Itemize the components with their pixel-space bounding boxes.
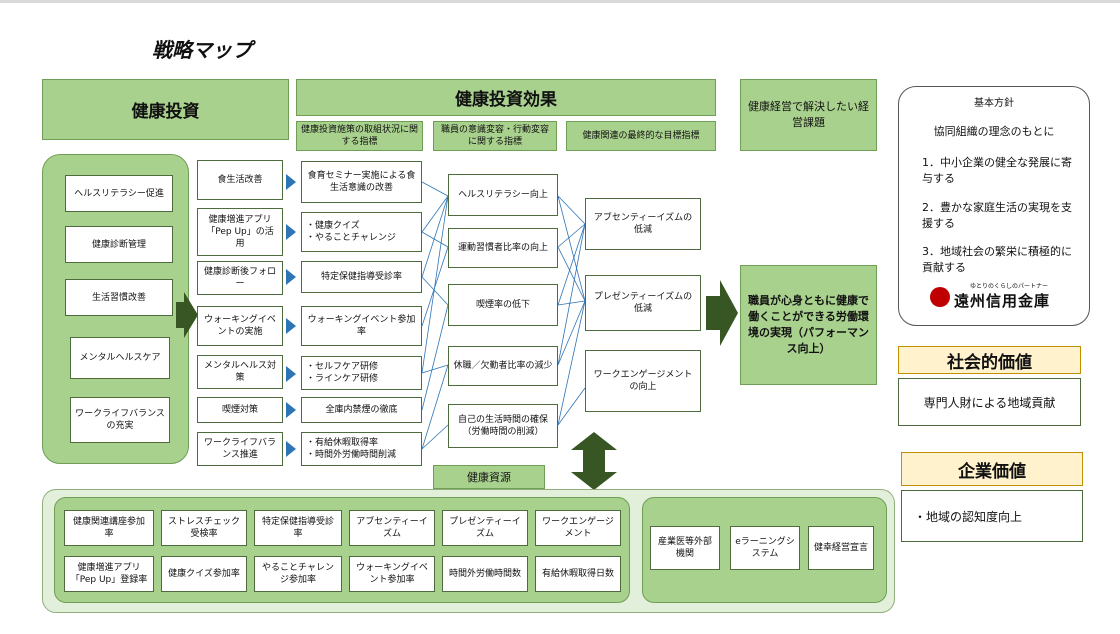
logo-name: 遠州信用金庫	[954, 292, 1051, 310]
resource-item: 特定保健指導受診率	[254, 510, 342, 546]
bidirectional-arrow-icon	[571, 432, 617, 490]
external-resource-item: 健幸経営宣言	[808, 526, 874, 570]
effect-subheader-1: 健康投資施策の取組状況に関する指標	[296, 121, 423, 151]
outcome-item: アブセンティーイズムの低減	[585, 198, 701, 250]
resource-item: ワークエンゲージメント	[535, 510, 621, 546]
policy-title: 基本方針	[974, 98, 1014, 109]
resource-item: アブセンティーイズム	[349, 510, 435, 546]
logo-tagline: ゆとりのくらしのパートナー	[970, 283, 1049, 290]
resource-item: 時間外労働時間数	[442, 556, 528, 592]
arrow-right-icon	[286, 318, 296, 334]
resource-item: 健康増進アプリ「Pep Up」登録率	[64, 556, 154, 592]
resource-item: やることチャレンジ参加率	[254, 556, 342, 592]
outcome-item: プレゼンティーイズムの低減	[585, 275, 701, 331]
resource-item: ウォーキングイベント参加率	[349, 556, 435, 592]
corporate-value-title: 企業価値	[901, 452, 1083, 486]
investment-item: ワークライフバランスの充実	[70, 397, 170, 443]
arrow-right-icon	[286, 366, 296, 382]
resource-item: 健康関連講座参加率	[64, 510, 154, 546]
arrow-right-icon	[286, 224, 296, 240]
resource-item: プレゼンティーイズム	[442, 510, 528, 546]
external-resource-item: eラーニングシステム	[730, 526, 800, 570]
effect-header: 健康投資効果	[296, 79, 716, 116]
policy-item: 1．中小企業の健全な発展に寄与する	[922, 156, 1072, 185]
indicator-item: ウォーキングイベント参加率	[301, 306, 422, 346]
policy-item: 3．地域社会の繁栄に積極的に貢献する	[922, 245, 1072, 274]
social-value-title: 社会的価値	[898, 346, 1081, 374]
effect-subheader-3: 健康関連の最終的な目標指標	[566, 121, 716, 151]
measure-item: メンタルヘルス対策	[197, 355, 283, 389]
policy-lead: 協同組織の理念のもとに	[933, 125, 1055, 138]
measure-item: ウォーキングイベントの実施	[197, 306, 283, 346]
top-border	[0, 0, 1120, 3]
goal-arrow-icon	[706, 280, 738, 346]
indicator-item: ・健康クイズ ・やることチャレンジ	[301, 212, 422, 252]
arrow-right-icon	[286, 402, 296, 418]
goal-box: 職員が心身ともに健康で働くことができる労働環境の実現（パフォーマンス向上）	[740, 265, 877, 385]
behavior-item: 休職／欠勤者比率の減少	[448, 346, 558, 386]
investment-item: メンタルヘルスケア	[70, 337, 170, 379]
investment-header: 健康投資	[42, 79, 289, 140]
page-title: 戦略マップ	[152, 38, 252, 62]
measure-item: 健康増進アプリ「Pep Up」の活用	[197, 208, 283, 256]
policy-item: 2．豊かな家庭生活の実現を支援する	[922, 201, 1072, 230]
social-value-text: 専門人財による地域貢献	[898, 378, 1081, 426]
effect-subheader-2: 職員の意識変容・行動変容に関する指標	[433, 121, 557, 151]
resource-item: ストレスチェック受検率	[161, 510, 247, 546]
logo-icon	[930, 287, 950, 307]
resource-item: 健康クイズ参加率	[161, 556, 247, 592]
arrow-right-icon	[286, 441, 296, 457]
flow-arrow-icon	[176, 292, 198, 338]
behavior-item: 喫煙率の低下	[448, 284, 558, 326]
indicator-item: 全庫内禁煙の徹底	[301, 397, 422, 423]
measure-item: 食生活改善	[197, 160, 283, 200]
investment-item: 健康診断管理	[65, 226, 173, 263]
investment-item: ヘルスリテラシー促進	[65, 175, 173, 212]
behavior-item: ヘルスリテラシー向上	[448, 174, 558, 216]
policy-panel	[898, 86, 1090, 326]
behavior-item: 運動習慣者比率の向上	[448, 228, 558, 268]
resources-label: 健康資源	[433, 465, 545, 489]
arrow-right-icon	[286, 174, 296, 190]
investment-item: 生活習慣改善	[65, 279, 173, 316]
indicator-item: 特定保健指導受診率	[301, 261, 422, 293]
resource-item: 有給休暇取得日数	[535, 556, 621, 592]
indicator-item: ・セルフケア研修 ・ラインケア研修	[301, 356, 422, 390]
behavior-item: 自己の生活時間の確保（労働時間の削減）	[448, 404, 558, 448]
measure-item: ワークライフバランス推進	[197, 432, 283, 466]
measure-item: 喫煙対策	[197, 397, 283, 423]
external-resource-item: 産業医等外部機関	[650, 526, 720, 570]
measure-item: 健康診断後フォロー	[197, 261, 283, 295]
indicator-item: 食育セミナー実施による食生活意識の改善	[301, 161, 422, 203]
arrow-right-icon	[286, 269, 296, 285]
corporate-value-text: ・地域の認知度向上	[901, 490, 1083, 542]
indicator-item: ・有給休暇取得率 ・時間外労働時間削減	[301, 432, 422, 466]
outcome-item: ワークエンゲージメントの向上	[585, 350, 701, 412]
issue-header: 健康経営で解決したい経営課題	[740, 79, 877, 151]
